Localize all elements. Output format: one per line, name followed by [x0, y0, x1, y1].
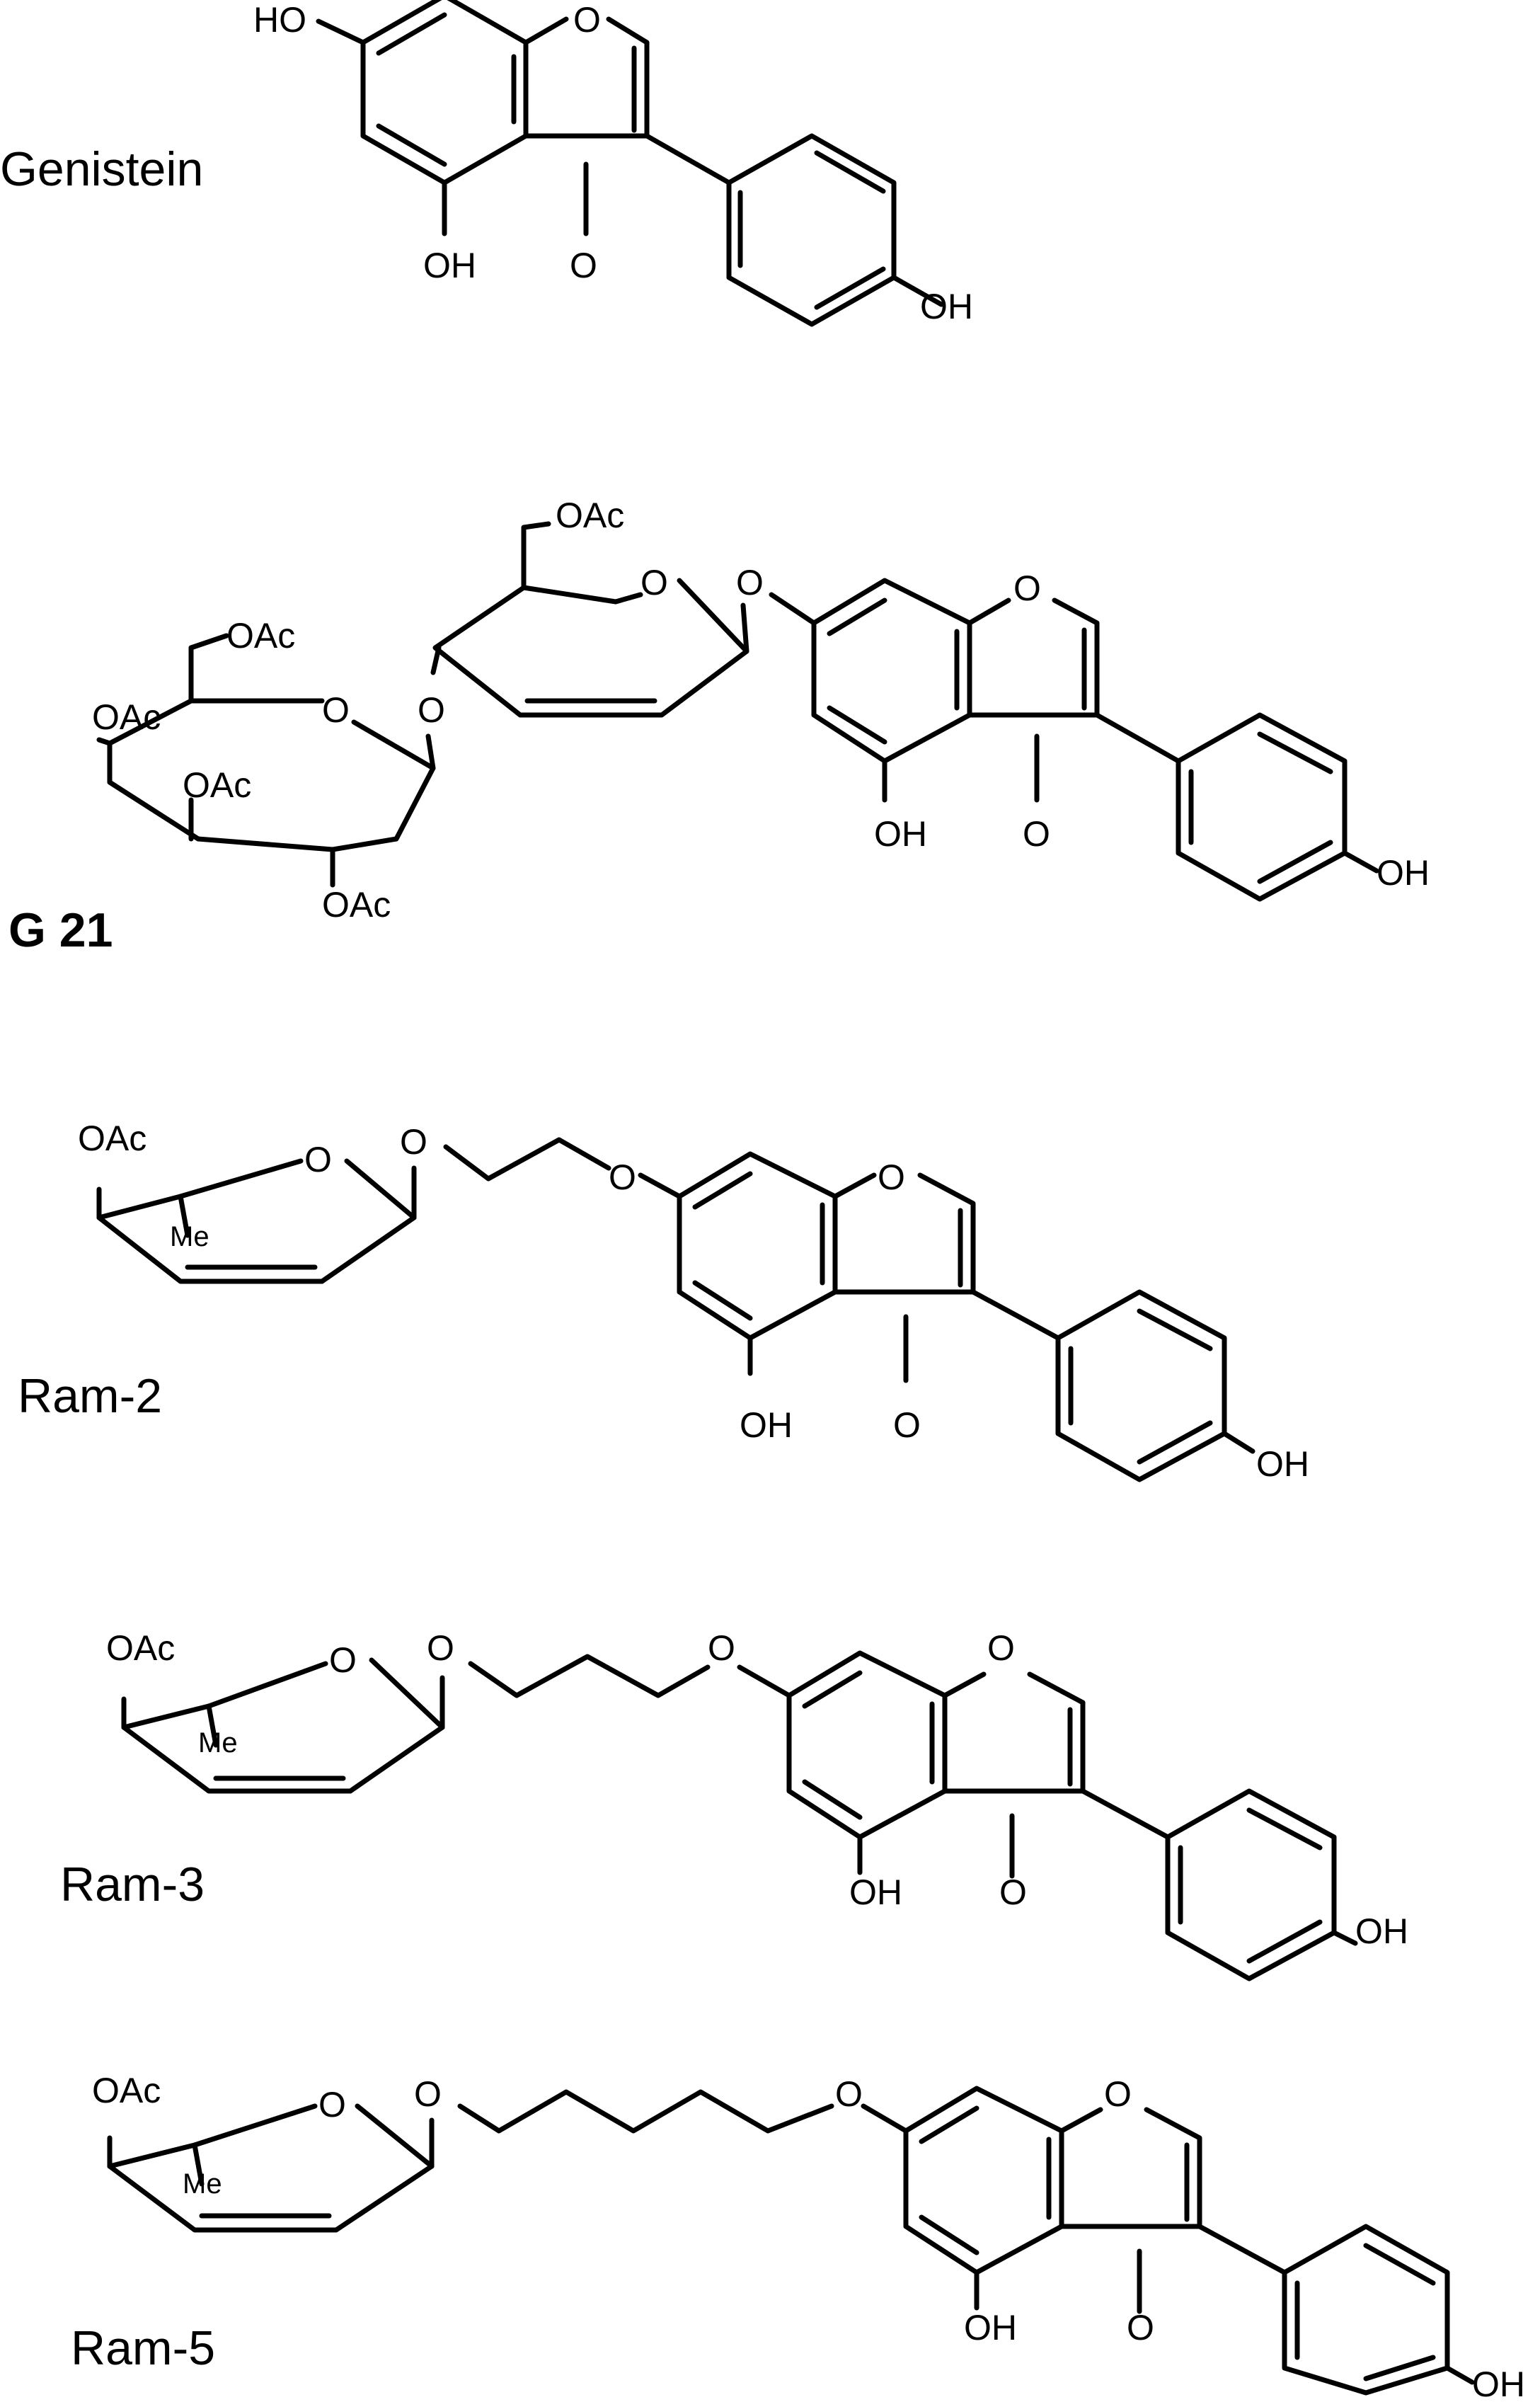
- g21-4p-oh: OH: [1377, 853, 1430, 893]
- ram2-link-o2: O: [609, 1157, 636, 1197]
- ram3-link-o2: O: [708, 1628, 735, 1668]
- ram2-oac: OAc: [78, 1119, 146, 1158]
- ram3-4p-oh: OH: [1355, 1911, 1408, 1951]
- ram5-me: Me: [183, 2168, 222, 2200]
- g21-oac-2: OAc: [226, 616, 295, 656]
- g21-oac-3: OAc: [92, 697, 161, 737]
- g21-oac-1: OAc: [556, 496, 624, 535]
- ram2-sugar-o: O: [304, 1140, 332, 1179]
- compound-label-ram-5: Ram-5: [71, 2321, 215, 2375]
- compound-label-g21: G 21: [8, 903, 113, 957]
- g21-carbonyl-o: O: [1023, 814, 1050, 854]
- g21-ring-o: O: [1013, 568, 1041, 608]
- ram2-link-o1: O: [400, 1122, 427, 1162]
- ram5-link-o1: O: [414, 2074, 442, 2114]
- g21-sugar1-o: O: [322, 690, 350, 730]
- ram2-carbonyl-o: O: [893, 1405, 921, 1445]
- structure-ram-2: Ram-2: [18, 1137, 1255, 1482]
- ram3-sugar-o: O: [329, 1640, 357, 1680]
- ram2-4p-oh: OH: [1256, 1444, 1309, 1484]
- ram2-5-oh: OH: [740, 1405, 793, 1445]
- g21-sugar2-o: O: [640, 563, 668, 602]
- structure-ram-3: Ram-3: [60, 1650, 1358, 1981]
- ram5-carbonyl-o: O: [1127, 2308, 1154, 2347]
- g21-link-o1: O: [418, 690, 445, 730]
- ram3-oac: OAc: [106, 1628, 175, 1668]
- label-carbonyl-o: O: [570, 246, 597, 285]
- ram2-me: Me: [170, 1221, 209, 1252]
- label-ring-o: O: [573, 0, 601, 40]
- g21-oac-5: OAc: [322, 885, 391, 925]
- compound-label-ram-3: Ram-3: [60, 1858, 205, 1911]
- ram5-link-o2: O: [835, 2074, 863, 2114]
- label-5-oh: OH: [423, 246, 476, 285]
- ram3-5-oh: OH: [849, 1872, 902, 1912]
- ram5-4p-oh: OH: [1472, 2364, 1525, 2402]
- ram5-sugar-o: O: [318, 2085, 346, 2124]
- structure-g21: G 21: [8, 521, 1379, 957]
- ram3-link-o1: O: [427, 1628, 454, 1668]
- compound-label-ram-2: Ram-2: [18, 1369, 162, 1423]
- label-4p-oh: OH: [920, 287, 973, 326]
- ram2-ring-o: O: [878, 1157, 905, 1197]
- ram3-me: Me: [198, 1727, 238, 1758]
- ram3-ring-o: O: [987, 1628, 1015, 1668]
- structure-genistein: Genistein: [0, 0, 944, 327]
- g21-link-o2: O: [736, 563, 764, 602]
- structure-ram-5: Ram-5: [71, 2086, 1475, 2396]
- ram5-5-oh: OH: [964, 2308, 1017, 2347]
- ram5-oac: OAc: [92, 2071, 161, 2110]
- ram3-carbonyl-o: O: [999, 1872, 1027, 1912]
- g21-oac-4: OAc: [183, 765, 251, 805]
- g21-5-oh: OH: [874, 814, 927, 854]
- label-ho: HO: [253, 0, 306, 40]
- compound-label-genistein: Genistein: [0, 142, 203, 196]
- ram5-ring-o: O: [1104, 2074, 1132, 2114]
